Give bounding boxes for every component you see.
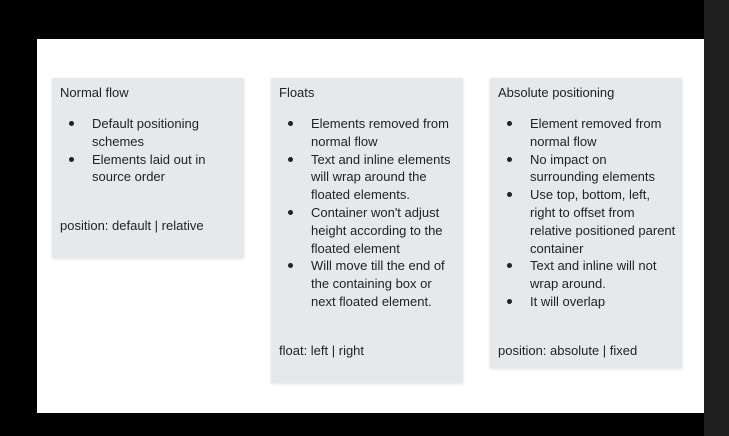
list-item: No impact on surrounding elements: [498, 151, 678, 187]
bullet-icon: [69, 121, 74, 126]
bullet-icon: [507, 192, 512, 198]
bullet-icon: [507, 263, 512, 269]
bullet-icon: [507, 121, 512, 126]
card-footer: position: absolute | fixed: [498, 343, 638, 358]
card-absolute-positioning: Absolute positioning Element removed fro…: [490, 78, 682, 368]
slide: Normal flow Default positioning schemes …: [37, 39, 704, 413]
card-normal-flow: Normal flow Default positioning schemes …: [52, 78, 244, 258]
bullet-list: Element removed from normal flow No impa…: [498, 115, 678, 311]
list-item: Default positioning schemes: [60, 115, 240, 151]
card-title: Normal flow: [60, 85, 129, 100]
list-item: Elements removed from normal flow: [279, 115, 459, 151]
card-floats: Floats Elements removed from normal flow…: [271, 78, 463, 383]
bullet-list: Default positioning schemes Elements lai…: [60, 115, 240, 186]
bullet-icon: [507, 156, 512, 162]
list-item: Element removed from normal flow: [498, 115, 678, 151]
list-item: Use top, bottom, left, right to offset f…: [498, 186, 678, 257]
list-item: Elements laid out in source order: [60, 151, 240, 187]
bullet-icon: [288, 121, 293, 126]
list-item: Text and inline elements will wrap aroun…: [279, 151, 459, 204]
card-title: Absolute positioning: [498, 85, 615, 100]
bullet-icon: [288, 209, 293, 215]
side-strip: [704, 0, 729, 436]
list-item: Will move till the end of the containing…: [279, 257, 459, 310]
card-title: Floats: [279, 85, 315, 100]
card-footer: float: left | right: [279, 343, 365, 358]
bullet-icon: [288, 156, 293, 162]
card-footer: position: default | relative: [60, 218, 204, 233]
list-item: Text and inline will not wrap around.: [498, 257, 678, 293]
bullet-icon: [69, 156, 74, 162]
bullet-list: Elements removed from normal flow Text a…: [279, 115, 459, 311]
list-item: It will overlap: [498, 293, 678, 311]
bullet-icon: [507, 298, 512, 304]
list-item: Container won't adjust height according …: [279, 204, 459, 257]
bullet-icon: [288, 263, 293, 269]
